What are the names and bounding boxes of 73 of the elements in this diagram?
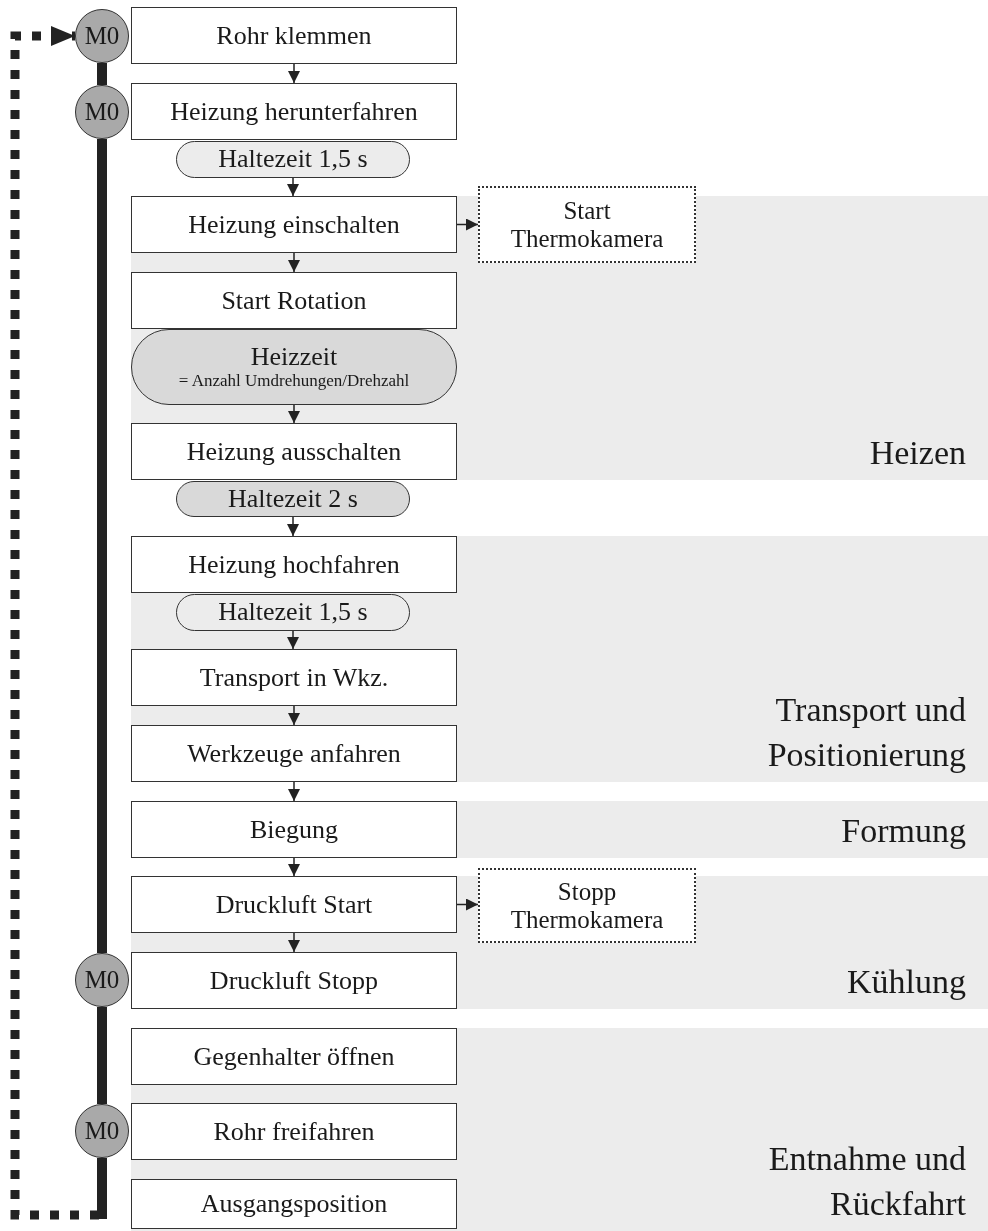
marker-label: M0 [84, 1117, 120, 1145]
phase-band [131, 196, 988, 480]
phase-label: Heizen [868, 433, 966, 474]
phase-label: Kühlung [846, 962, 966, 1003]
process-box [131, 649, 457, 706]
process-box [131, 196, 457, 253]
time-pill [176, 594, 410, 631]
duration-label: Heizzeit [250, 343, 338, 372]
timeline-bar [97, 63, 107, 85]
step-label: Rohr klemmen [216, 20, 372, 51]
time-pill [176, 481, 410, 517]
arrow [288, 252, 300, 273]
note-label: Stopp Thermokamera [509, 878, 665, 933]
arrow [288, 857, 300, 877]
step-label: Heizung herunterfahren [170, 96, 418, 127]
step-label: Druckluft Stopp [209, 965, 379, 996]
step-label: Rohr freifahren [213, 1116, 375, 1147]
step-label: Transport in Wkz. [199, 662, 389, 693]
process-box [131, 83, 457, 140]
process-box [131, 876, 457, 933]
timeline-bar [97, 1007, 107, 1104]
step-label: Heizung einschalten [188, 209, 400, 240]
marker-circle [75, 9, 129, 63]
arrow [287, 516, 299, 537]
phase-band [131, 1028, 988, 1231]
phase-label: Entnahme und Rückfahrt [767, 1139, 966, 1225]
timeline-bar [97, 139, 107, 953]
phase-label: Formung [840, 811, 966, 852]
note-label: Start Thermokamera [509, 197, 665, 252]
step-label: Start Rotation [221, 285, 367, 316]
phase-label: Transport und Positionierung [766, 690, 966, 776]
step-label: Gegenhalter öffnen [193, 1041, 395, 1072]
step-label: Heizung hochfahren [188, 549, 400, 580]
arrow [456, 898, 479, 911]
time-pill [176, 141, 410, 178]
duration-label: Haltezeit 1,5 s [218, 598, 368, 627]
marker-circle [75, 1104, 129, 1158]
process-box [131, 1028, 457, 1085]
phase-band [131, 801, 988, 858]
marker-label: M0 [84, 22, 120, 50]
camera-note-box [478, 186, 696, 263]
step-label: Ausgangsposition [200, 1189, 388, 1219]
arrow [288, 932, 300, 953]
time-pill [131, 329, 457, 405]
camera-note-box [478, 868, 696, 943]
arrow [287, 177, 299, 197]
arrow [456, 218, 479, 231]
step-label: Heizung ausschalten [186, 436, 402, 467]
marker-circle [75, 85, 129, 139]
arrow [287, 630, 299, 650]
process-box [131, 423, 457, 480]
process-box [131, 801, 457, 858]
arrow [288, 404, 300, 424]
duration-label: Haltezeit 1,5 s [218, 145, 368, 174]
process-box [131, 952, 457, 1009]
arrow [288, 781, 300, 802]
process-box [131, 725, 457, 782]
duration-label: = Anzahl Umdrehungen/Drehzahl [178, 371, 410, 391]
process-box [131, 7, 457, 64]
arrow [288, 63, 300, 84]
phase-band [131, 536, 988, 782]
process-box [131, 272, 457, 329]
process-box [131, 1103, 457, 1160]
step-label: Biegung [249, 814, 339, 845]
process-box [131, 536, 457, 593]
step-label: Druckluft Start [215, 889, 373, 920]
process-box [131, 1179, 457, 1229]
marker-circle [75, 953, 129, 1007]
arrow [288, 705, 300, 726]
duration-label: Haltezeit 2 s [228, 484, 358, 514]
marker-label: M0 [84, 966, 120, 994]
marker-label: M0 [84, 98, 120, 126]
step-label: Werkzeuge anfahren [187, 738, 401, 769]
